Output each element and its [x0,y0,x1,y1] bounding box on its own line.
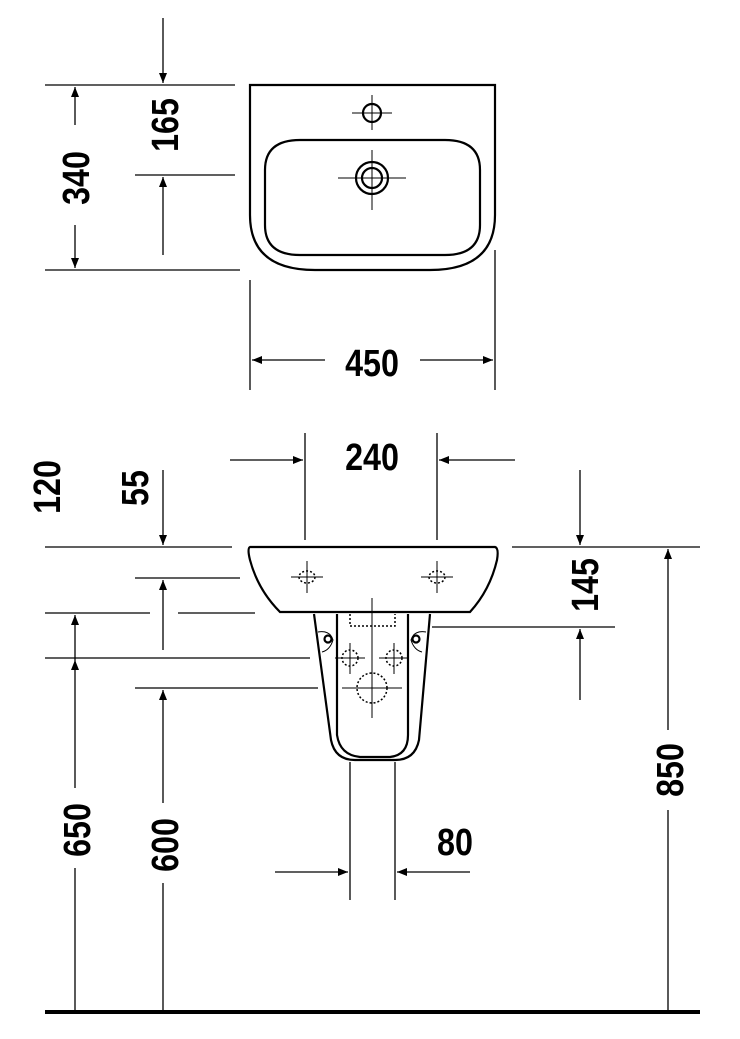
tap-hole-icon [352,95,392,130]
dim-55: 55 [115,470,157,506]
basin-bowl-top [263,138,482,257]
dim-tap-spacing-240: 240 [345,437,399,479]
basin-outline-top [248,83,497,272]
dim-650: 650 [57,803,99,857]
dim-width-450: 450 [345,343,399,385]
tap-left-icon [291,561,323,593]
front-view: 240 120 55 145 850 650 600 80 [27,433,700,1014]
tap-right-icon [421,561,453,593]
dim-145: 145 [565,558,607,612]
dim-tap-offset-165: 165 [145,98,187,152]
drain-icon [338,150,406,210]
top-view: 340 165 450 [45,18,497,390]
mount-right-icon [410,631,427,653]
supply-right-icon [379,643,409,674]
dim-depth-340: 340 [56,151,98,205]
dim-pedestal-80: 80 [437,822,473,864]
dim-120: 120 [27,460,69,514]
dim-600: 600 [145,818,187,872]
basin-outline-front [247,545,499,614]
pedestal-outline [312,613,432,762]
dim-850: 850 [650,743,692,797]
waste-icon [342,672,402,704]
supply-left-icon [335,643,365,674]
mount-left-icon [317,631,334,653]
